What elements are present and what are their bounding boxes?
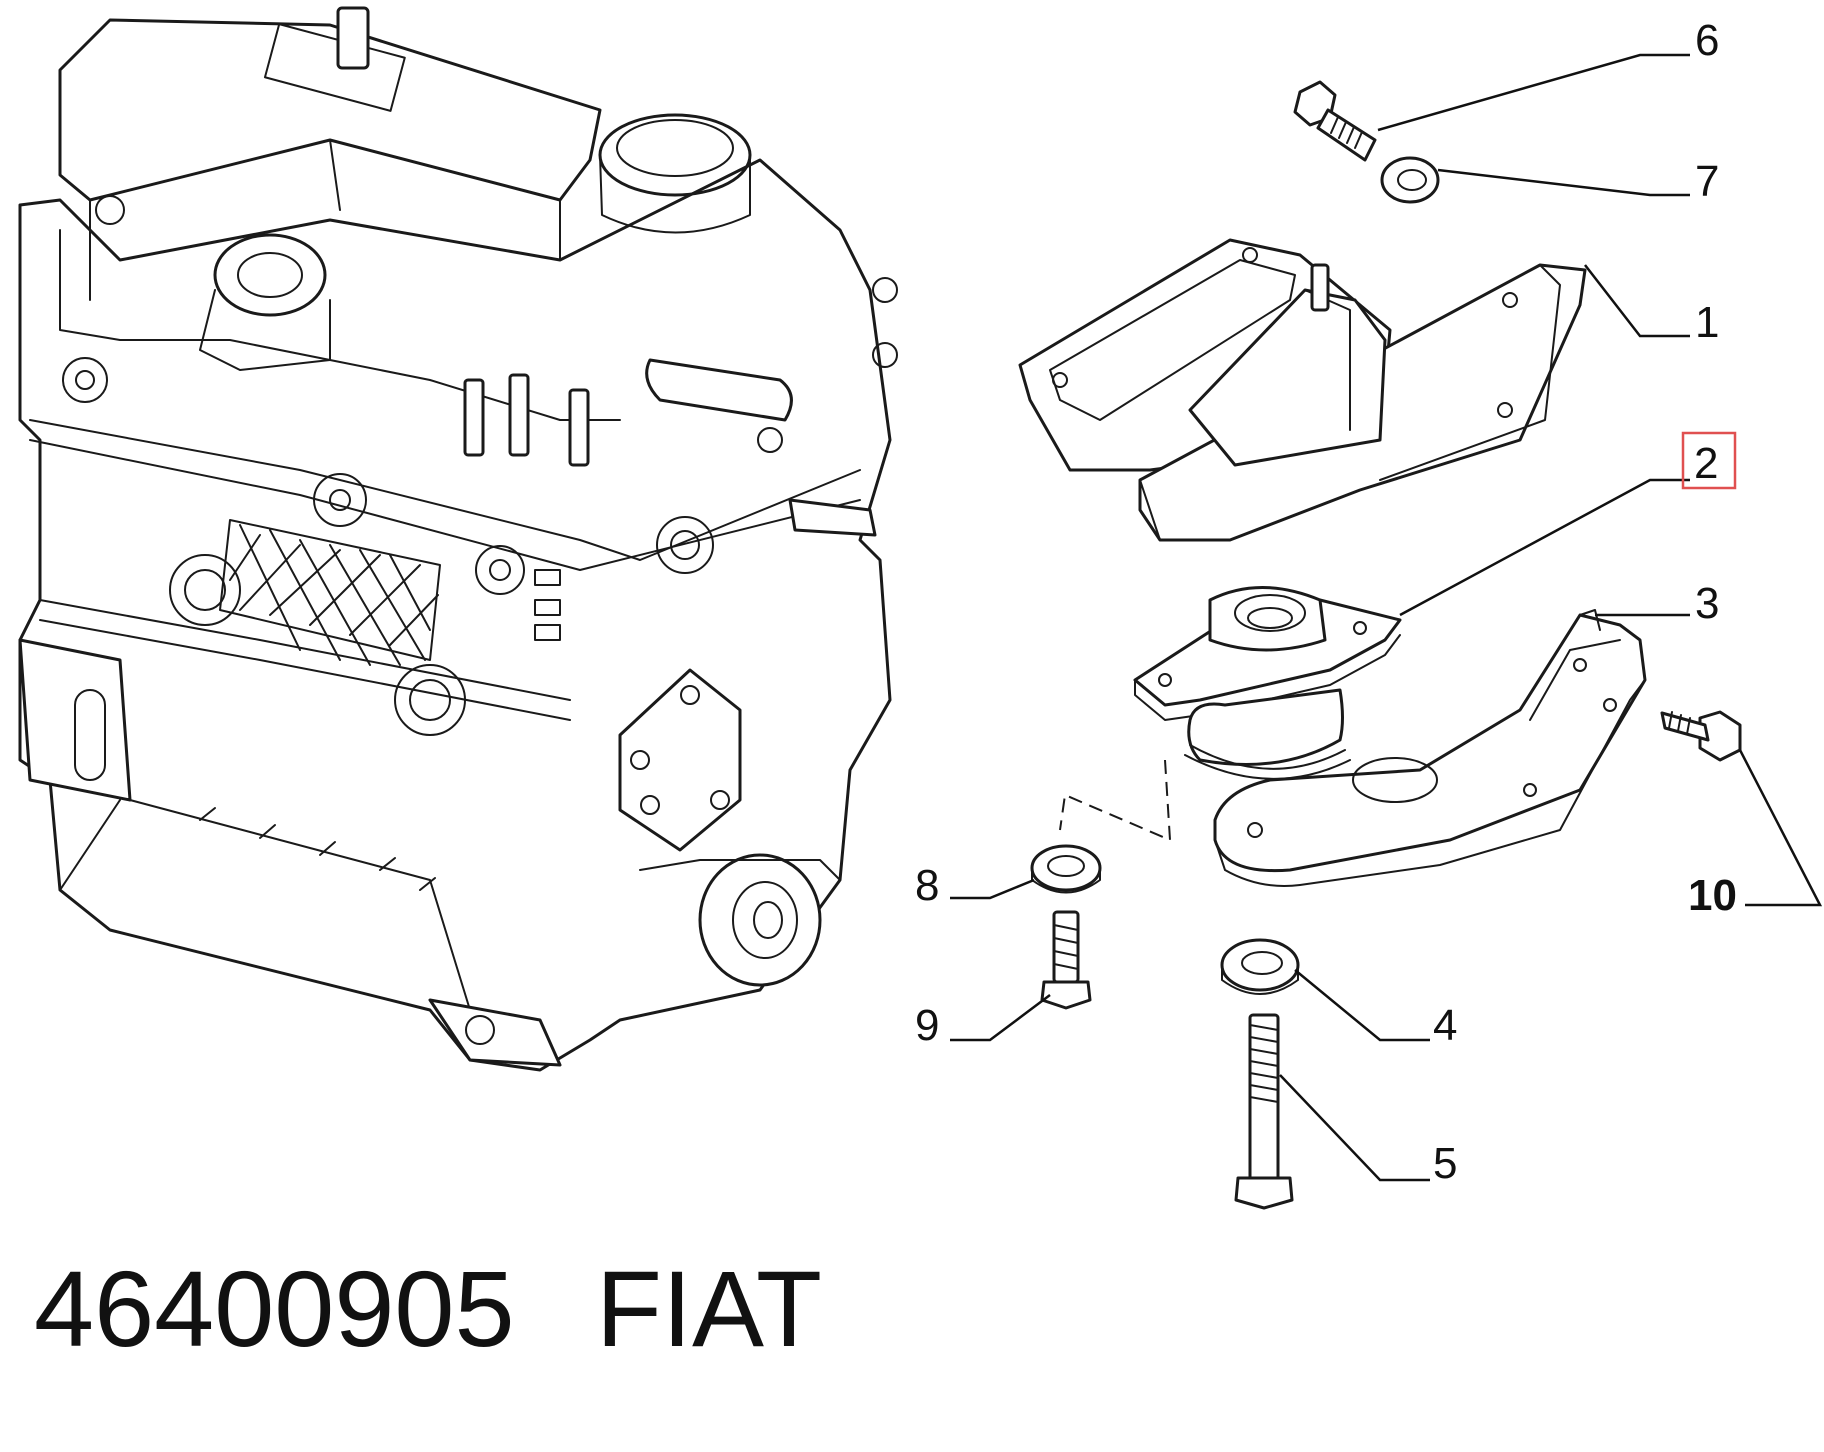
brand-label: FIAT bbox=[596, 1248, 822, 1369]
callout-10: 10 bbox=[1688, 871, 1737, 920]
leader-lines bbox=[950, 53, 1823, 1182]
assembly-dashed-line bbox=[1059, 759, 1172, 842]
callout-2-highlight-box bbox=[1681, 431, 1737, 490]
callout-1: 1 bbox=[1695, 298, 1719, 347]
callout-2: 2 bbox=[1694, 439, 1718, 488]
bolt-part-9 bbox=[1040, 910, 1092, 1010]
bolt-part-10 bbox=[1660, 710, 1742, 762]
callout-9: 9 bbox=[915, 1001, 939, 1050]
part-number-label: 46400905 bbox=[34, 1248, 515, 1369]
callout-4: 4 bbox=[1433, 1001, 1457, 1050]
washer-part-4 bbox=[1220, 938, 1300, 995]
washer-part-7 bbox=[1380, 156, 1440, 204]
callout-5: 5 bbox=[1433, 1139, 1457, 1188]
callout-3: 3 bbox=[1695, 579, 1719, 628]
washer-part-8 bbox=[1030, 844, 1102, 894]
callout-6: 6 bbox=[1695, 16, 1719, 65]
callout-8: 8 bbox=[915, 861, 939, 910]
engine-mount-part-2 bbox=[1133, 586, 1402, 780]
lower-bracket-part-3 bbox=[1213, 609, 1647, 887]
callout-7: 7 bbox=[1695, 157, 1719, 206]
bolt-part-6 bbox=[1293, 80, 1377, 162]
engine-block-illustration bbox=[18, 6, 898, 1072]
upper-bracket-part-1 bbox=[1018, 238, 1587, 542]
bolt-part-5 bbox=[1234, 1013, 1294, 1210]
